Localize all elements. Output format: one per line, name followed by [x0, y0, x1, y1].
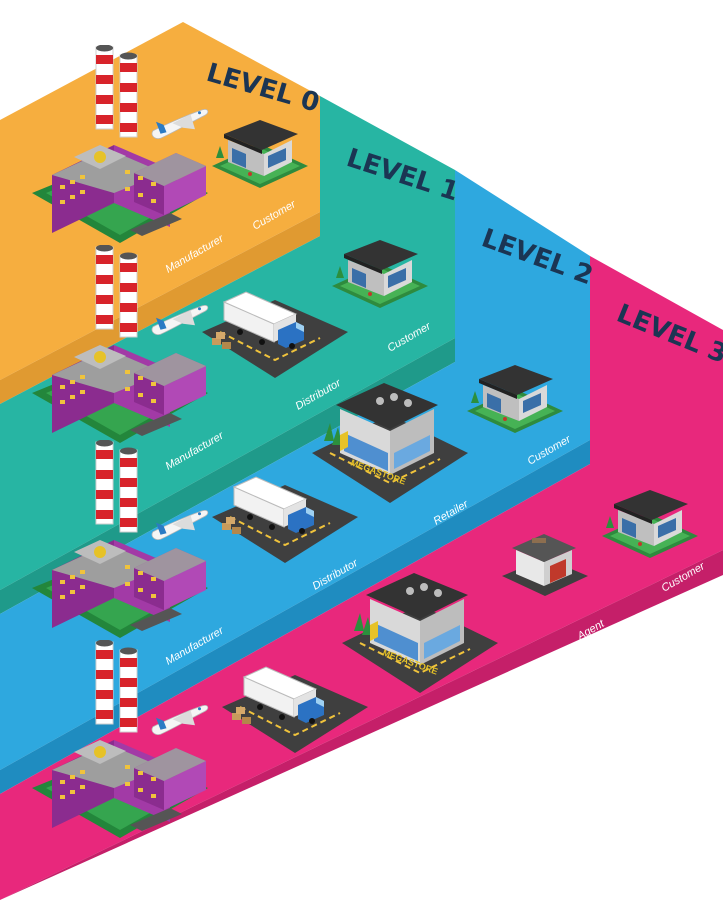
- level-3-role-manufacturer: Manufacturer: [164, 831, 227, 874]
- level-3-band-edge: [0, 550, 723, 900]
- level-3-band: [0, 256, 723, 900]
- level-3-role-distributor: Distributor: [331, 751, 382, 787]
- level-2-band-edge: [0, 440, 590, 794]
